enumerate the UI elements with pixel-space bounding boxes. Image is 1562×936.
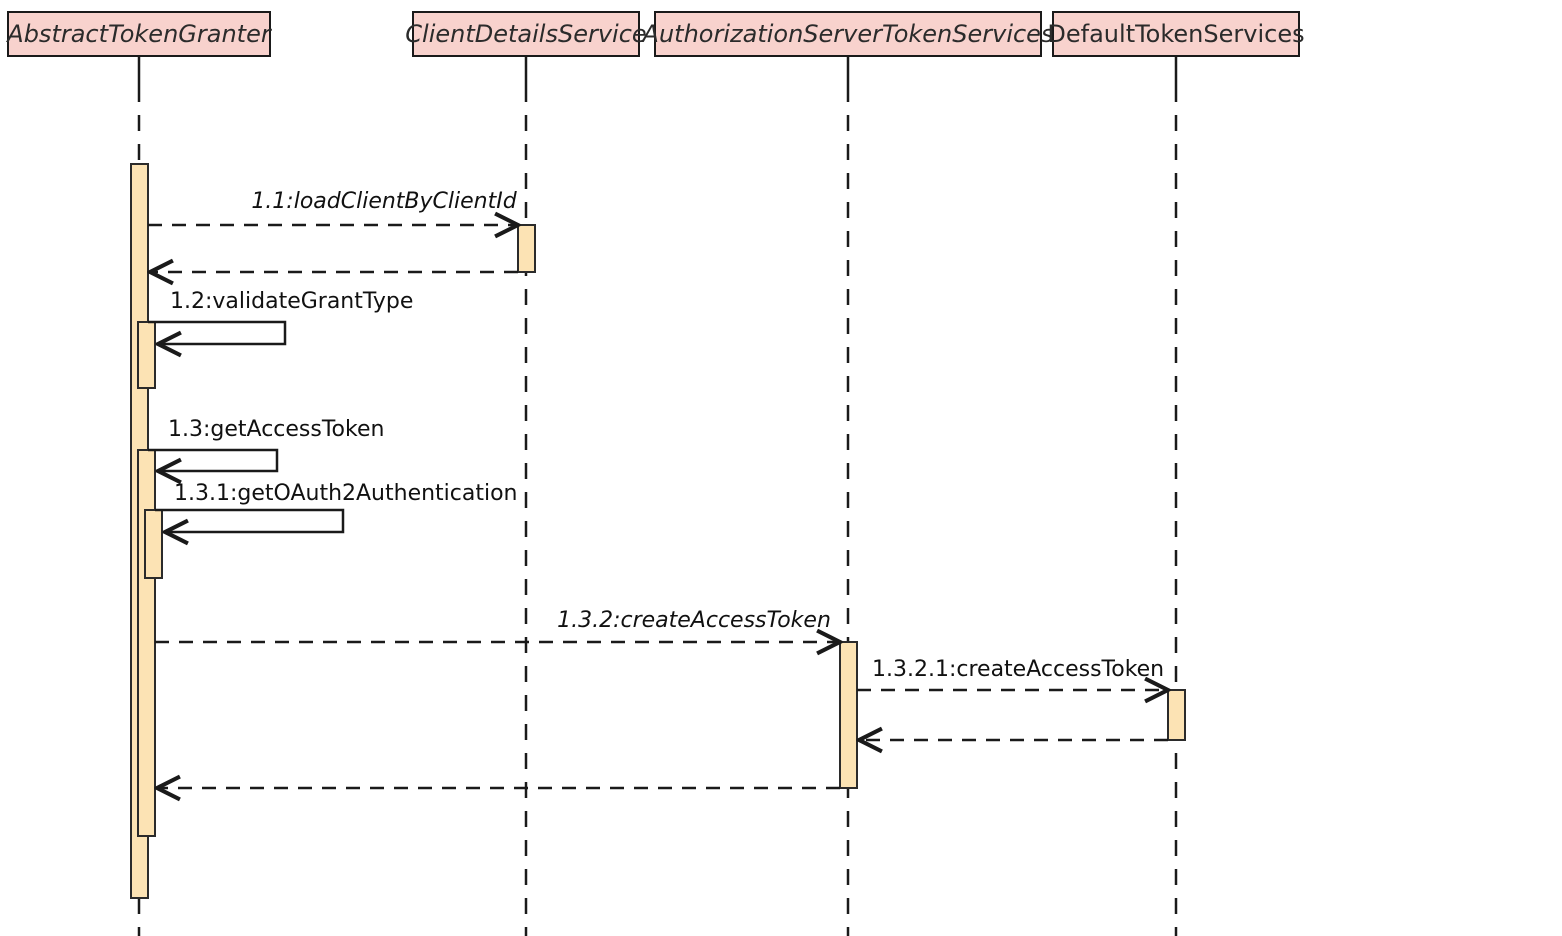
participant-label-authorizationServerTokenServices: AuthorizationServerTokenServices xyxy=(641,20,1054,48)
message-label-msg-1-1: 1.1:loadClientByClientId xyxy=(251,189,517,214)
message-label-msg-1-3-2-1: 1.3.2.1:createAccessToken xyxy=(872,657,1164,682)
message-msg-1-3-1-loop xyxy=(155,508,345,532)
participants-layer: AbstractTokenGranter ClientDetailsService… xyxy=(5,11,1305,57)
labels-layer: 1.1:loadClientByClientId 1.2:validateGran… xyxy=(168,189,1164,682)
message-label-msg-1-3-1: 1.3.1:getOAuth2Authentication xyxy=(174,481,518,506)
activation-bar-abstractTokenGranter-L3 xyxy=(144,509,163,579)
message-label-msg-1-3: 1.3:getAccessToken xyxy=(168,417,384,442)
activation-bar-abstractTokenGranter-L2 xyxy=(137,449,156,837)
message-msg-1-2-loop xyxy=(148,320,287,344)
message-msg-1-3-loop xyxy=(148,448,279,471)
activation-bar-clientDetailsService-L1 xyxy=(517,224,536,273)
participant-box-authorizationServerTokenServices[interactable] xyxy=(654,11,1042,57)
messages-layer xyxy=(148,225,1168,788)
participant-box-abstractTokenGranter[interactable] xyxy=(7,11,271,57)
participant-label-defaultTokenServices: DefaultTokenServices xyxy=(1047,20,1304,48)
message-label-msg-1-2: 1.2:validateGrantType xyxy=(170,289,413,314)
participant-label-abstractTokenGranter: AbstractTokenGranter xyxy=(5,20,273,48)
participant-label-clientDetailsService: ClientDetailsService xyxy=(405,20,646,48)
activation-bar-defaultTokenServices-L1 xyxy=(1167,689,1186,741)
participant-box-clientDetailsService[interactable] xyxy=(412,11,640,57)
participant-box-defaultTokenServices[interactable] xyxy=(1052,11,1300,57)
activation-bar-authorizationServerTokenServices-L1 xyxy=(839,641,858,789)
message-label-msg-1-3-2: 1.3.2:createAccessToken xyxy=(557,608,831,633)
activation-bar-abstractTokenGranter-L2 xyxy=(137,321,156,389)
